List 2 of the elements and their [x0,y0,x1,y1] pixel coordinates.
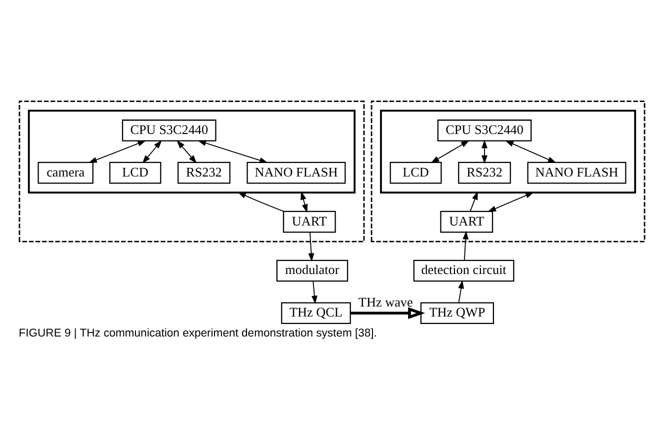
edge-label: THz wave [358,294,413,310]
caption: FIGURE 9 | THz communication experiment demonstration system [38]. [18,326,377,339]
